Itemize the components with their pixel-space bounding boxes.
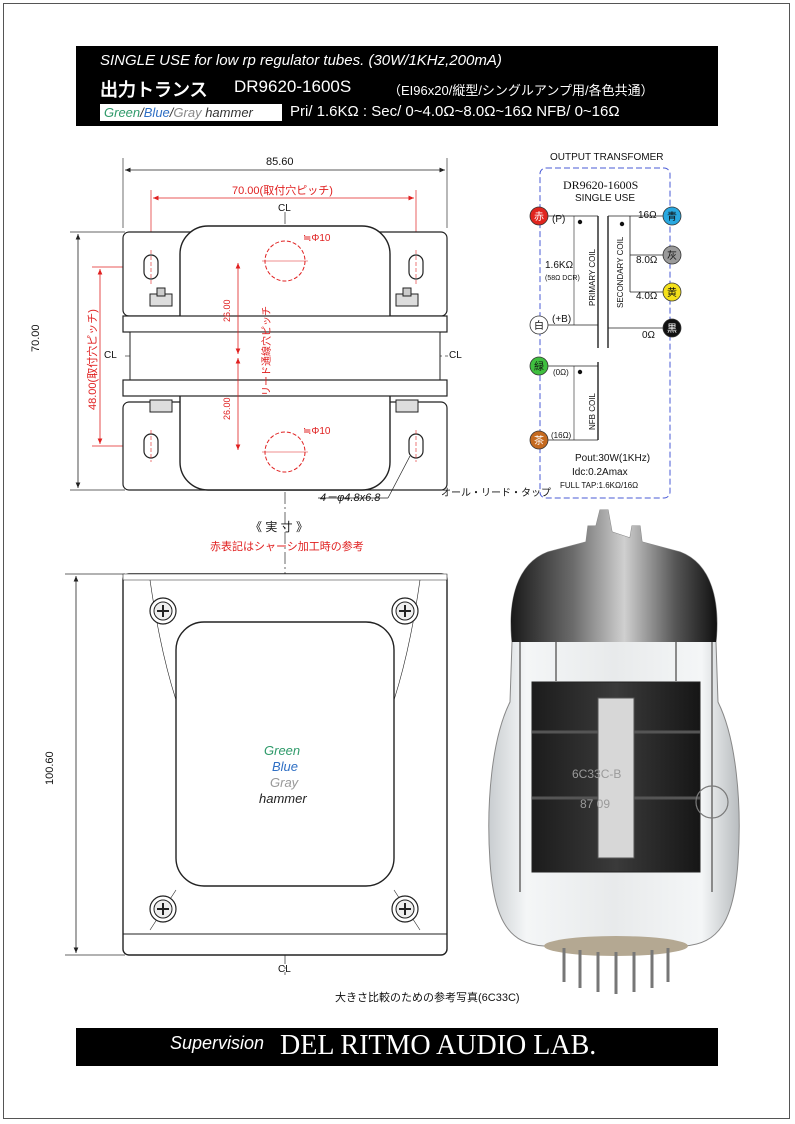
header-model: DR9620-1600S — [234, 77, 352, 96]
wire-label-black: 黒 — [667, 323, 677, 335]
wire-dot-black — [662, 318, 682, 338]
wire-dot-brown — [529, 430, 549, 450]
cl-label-right: CL — [449, 350, 462, 361]
header-spec: （EI96x20/縦型/シングルアンプ用/各色共通） — [388, 83, 654, 98]
bolt-left-bottom — [149, 399, 173, 413]
nfb-tap-16: (16Ω) — [551, 431, 572, 440]
tube-stamp — [695, 785, 729, 819]
cl-label-top: CL — [278, 203, 291, 214]
color-blue: Blue — [272, 759, 299, 774]
bolt-left-top — [149, 287, 173, 307]
tube-marking-1: 6C33C-B — [572, 767, 621, 781]
lead-dim-top-label: 26.00 — [222, 299, 232, 322]
wire-label-yellow: 黄 — [667, 286, 677, 299]
hole-label-top: ≒Φ10 — [303, 233, 331, 244]
wire-dot-red — [529, 206, 549, 226]
finish-hammer: hammer — [201, 105, 253, 120]
lead-pitch-label: リード通線穴ピッチ — [262, 306, 273, 396]
footer-banner: Supervision DEL RITMO AUDIO LAB. — [76, 1028, 718, 1066]
header-impedance: Pri/ 1.6KΩ : Sec/ 0~4.0Ω~8.0Ω~16Ω NFB/ 0… — [290, 103, 620, 120]
primary-impedance: 1.6KΩ — [545, 260, 574, 271]
finish-sep: / — [140, 105, 144, 120]
bolt-right-bottom — [395, 399, 419, 413]
side-view-window — [175, 621, 395, 887]
mount-slot — [143, 254, 159, 280]
cl-label-bottom: CL — [278, 964, 291, 975]
wire-label-green: 緑 — [534, 360, 544, 373]
wire-dot-blue — [662, 206, 682, 226]
color-green: Green — [264, 743, 301, 758]
wire-dot-white — [529, 315, 549, 335]
schematic-use: SINGLE USE — [575, 193, 636, 204]
wire-label-blue: 青 — [667, 210, 677, 223]
hole-label-bottom: ≒Φ10 — [303, 426, 331, 437]
screw-top-right — [391, 597, 419, 625]
pitch-dim-label: 70.00(取付穴ピッチ) — [232, 185, 333, 197]
wire-label-red: 赤 — [534, 211, 544, 223]
finish-colors-box: Green/Blue/Gray hammer — [100, 104, 282, 121]
leads-note: オール・リード・タップ — [441, 488, 551, 499]
pout-label: Pout:30W(1KHz) — [575, 453, 651, 464]
color-hammer: hammer — [259, 791, 307, 806]
schematic-model: DR9620-1600S — [563, 178, 639, 192]
color-gray: Gray — [270, 775, 299, 790]
sec-tap-4: 4.0Ω — [636, 291, 658, 302]
tube-photo: 6C33C-B 87 09 — [488, 509, 740, 994]
sec-tap-16: 16Ω — [638, 210, 657, 221]
screw-bottom-left — [149, 895, 177, 923]
finish-gray: Gray — [173, 105, 202, 120]
header-banner: SINGLE USE for low rp regulator tubes. (… — [76, 46, 718, 126]
page-frame — [3, 3, 790, 1119]
sec-tap-8: 8.0Ω — [636, 255, 658, 266]
wire-label-brown: 茶 — [534, 434, 544, 447]
screw-top-left — [149, 597, 177, 625]
footer-lab-name: DEL RITMO AUDIO LAB. — [280, 1030, 597, 1061]
idc-label: Idc:0.2Amax — [572, 467, 628, 478]
nfb-tap-0: (0Ω) — [553, 368, 569, 377]
header-usage-line: SINGLE USE for low rp regulator tubes. (… — [100, 52, 502, 69]
cl-label-left: CL — [104, 350, 117, 361]
primary-coil-label: PRIMARY COIL — [588, 248, 597, 306]
wire-label-gray: 灰 — [667, 249, 677, 262]
sec-tap-0: 0Ω — [642, 330, 656, 341]
primary-bottom-label: (+B) — [552, 314, 572, 325]
secondary-coil-label: SECONDARY COIL — [616, 236, 625, 308]
red-note: 赤表記はシャーシ加工時の参考 — [210, 541, 364, 553]
footer-supervision: Supervision — [170, 1033, 265, 1053]
primary-dcr: (58Ω DCR) — [545, 275, 580, 282]
side-height-label: 100.60 — [44, 751, 56, 785]
tube-caption: 大きさ比較のための参考写真(6C33C) — [335, 992, 520, 1004]
schematic-title: OUTPUT TRANSFOMER — [550, 152, 664, 163]
primary-top-label: (P) — [552, 214, 566, 225]
wire-label-white: 白 — [534, 319, 544, 332]
width-dim-label: 85.60 — [266, 156, 294, 168]
lead-dim-bottom-label: 26.00 — [222, 397, 232, 420]
tube-marking-2: 87 09 — [580, 797, 610, 811]
bolt-right-top — [395, 287, 419, 307]
wire-dot-green — [529, 356, 549, 376]
height-dim-label: 70.00 — [30, 324, 42, 352]
height-pitch-label: 48.00(取付穴ピッチ) — [87, 309, 99, 410]
wire-dot-gray — [662, 245, 682, 265]
finish-green: Green — [104, 105, 141, 120]
wire-dot-yellow — [662, 282, 682, 302]
full-tap-label: FULL TAP:1.6KΩ/16Ω — [560, 481, 639, 490]
finish-sep: / — [169, 105, 174, 120]
header-product-name: 出力トランス — [100, 80, 208, 100]
mount-slot — [408, 254, 424, 280]
nfb-coil-label: NFB COIL — [588, 393, 597, 430]
finish-blue: Blue — [143, 105, 170, 120]
actual-size-label: 《 実 寸 》 — [250, 520, 309, 534]
screw-bottom-right — [391, 895, 419, 923]
mount-hole-label: 4－φ4.8x6.8 — [320, 492, 381, 504]
